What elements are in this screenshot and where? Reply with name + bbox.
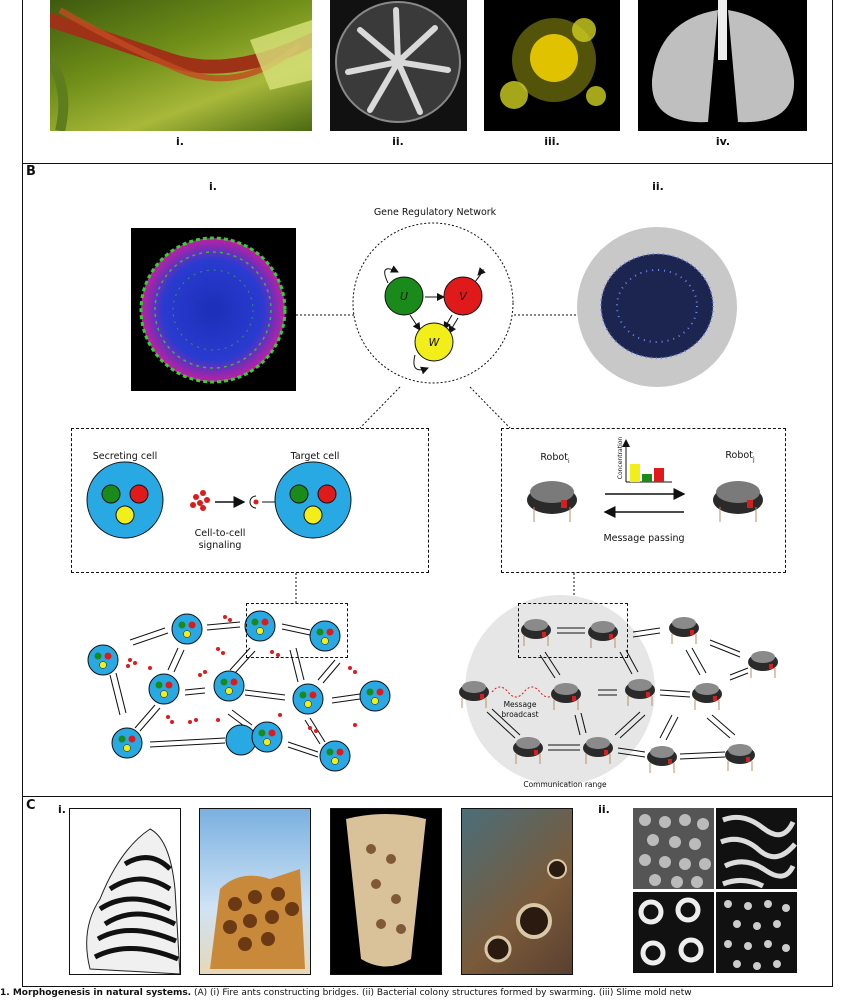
caption-title: 1. Morphogenesis in natural systems.: [0, 988, 192, 998]
panel-a-sublabel-ii: ii.: [392, 135, 404, 148]
panel-a-sublabel-i: i.: [176, 135, 184, 148]
robot-i-name: Robot: [540, 452, 568, 463]
panel-b-sublabel-i: i.: [209, 180, 217, 193]
giraffe-photo: [199, 808, 311, 975]
robot-i-subscript: i: [567, 457, 570, 465]
cell-network-highlight: [246, 603, 348, 658]
panel-c-sublabel-i: i.: [58, 803, 66, 816]
grn-node-v-label: V: [459, 290, 468, 303]
message-passing-label: Message passing: [603, 533, 685, 544]
butterfly-wing-photo: [461, 808, 573, 975]
panel-b-diagram: U V W Concentration: [86, 222, 778, 785]
cone-shell-photo: [330, 808, 442, 975]
turing-patterns-grid: [633, 808, 797, 973]
communication-range-label: Communication range: [523, 780, 607, 789]
cell-network: [87, 610, 391, 772]
concentration-axis-label: Concentration: [617, 437, 624, 480]
robot-j-name: Robot: [725, 450, 753, 461]
slime-mold-photo: [484, 0, 620, 131]
robot-j-label: Robotj: [710, 450, 770, 463]
robot-i-label: Roboti: [525, 452, 585, 465]
panel-b-label: B: [26, 164, 36, 179]
robot-network: [459, 595, 778, 785]
target-cell-label: Target cell: [290, 451, 340, 462]
fire-ants-photo: [50, 0, 312, 131]
panel-a-sublabel-iii: iii.: [544, 135, 560, 148]
grn-node-v: [443, 276, 483, 316]
panel-b-sublabel-ii: ii.: [652, 180, 664, 193]
grn-node-w: [414, 322, 454, 362]
message-broadcast-label: Message broadcast: [501, 700, 539, 719]
secreting-cell-label: Secreting cell: [92, 451, 158, 462]
robot-swarm-photo: [577, 226, 737, 388]
cell-signaling-label: Cell-to-cell signaling: [194, 528, 246, 551]
grn-title: Gene Regulatory Network: [373, 207, 497, 218]
lung-vasculature-photo: [638, 0, 807, 131]
robot-j-subscript: j: [752, 455, 755, 463]
figure-caption: 1. Morphogenesis in natural systems. (A)…: [0, 988, 852, 998]
panel-c-label: C: [26, 798, 36, 813]
grn-node-u: [384, 276, 424, 316]
robot-message-box: [501, 428, 786, 573]
zebra-photo: [69, 808, 181, 975]
caption-text: (A) (i) Fire ants constructing bridges. …: [191, 988, 692, 998]
secreting-cell: [86, 461, 164, 539]
network-robots: [459, 617, 778, 773]
panel-c: [22, 796, 833, 987]
bacterial-colony-photo: [330, 0, 467, 131]
grn-node-u-label: U: [400, 290, 408, 303]
grn-node-w-label: W: [429, 336, 441, 349]
robot-j-figure: [713, 481, 763, 522]
cell-signaling-box: [71, 428, 429, 573]
target-cell: [274, 461, 352, 539]
robot-i-figure: [527, 481, 577, 522]
panel-a-sublabel-iv: iv.: [715, 135, 731, 148]
robot-network-highlight: [518, 603, 628, 658]
spheroid-microscopy-image: [131, 228, 296, 391]
panel-c-sublabel-ii: ii.: [598, 803, 610, 816]
